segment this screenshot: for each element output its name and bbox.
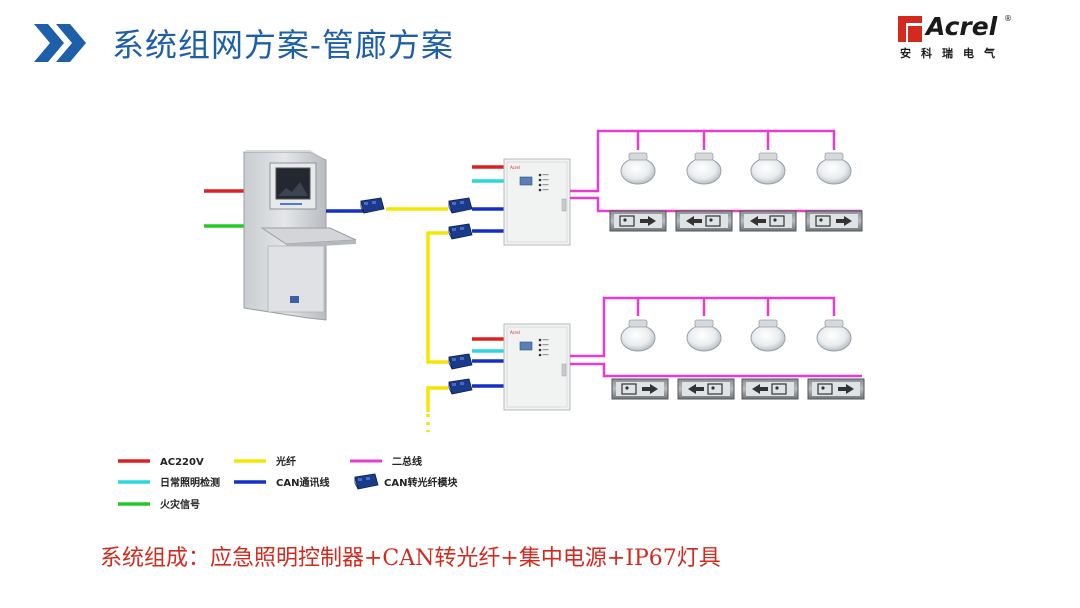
exit-sign-2-3 [741, 378, 799, 400]
legend-label-daily-lighting: 日常照明检测 [160, 476, 220, 489]
legend-label-can-line: CAN通讯线 [276, 476, 329, 489]
legend-item-fiber: 光纤 [234, 455, 296, 468]
logo-registered: ® [1004, 14, 1012, 23]
lamp-1-3 [750, 152, 786, 185]
legend-label-can-fiber-module: CAN转光纤模块 [384, 476, 458, 489]
power-supply-group-2 [472, 296, 865, 411]
acrel-logo: Acrel ® 安科瑞电气 [896, 12, 1016, 62]
lamp-2-1 [620, 319, 656, 352]
centralized-power-panel-1 [503, 158, 571, 246]
can-fiber-module-2b [448, 378, 473, 395]
lamp-2-2 [686, 319, 722, 352]
exit-sign-2-4 [807, 378, 865, 400]
legend-item-can-fiber-module: CAN转光纤模块 [354, 473, 458, 490]
lamp-1-2 [686, 152, 722, 185]
exit-sign-1-1 [609, 210, 667, 232]
legend-label-two-bus: 二总线 [392, 455, 422, 468]
can-fiber-module-icon [354, 473, 379, 490]
legend-label-ac220v: AC220V [160, 457, 204, 468]
lamp-2-3 [750, 319, 786, 352]
emergency-lighting-controller [204, 150, 357, 321]
legend: AC220V 光纤 二总线 日常照明检测 CAN通讯线 CAN转光纤模块 火灾信… [118, 455, 458, 511]
can-fiber-module-1b [448, 223, 473, 240]
lamp-2-4 [816, 319, 852, 352]
legend-item-two-bus: 二总线 [350, 455, 422, 468]
acrel-mark-icon [898, 16, 922, 42]
lamp-1-1 [620, 152, 656, 185]
chevron-arrows-icon [34, 24, 86, 62]
page-title: 系统组网方案-管廊方案 [112, 26, 454, 64]
exit-sign-2-2 [677, 378, 735, 400]
exit-sign-1-4 [805, 210, 863, 232]
exit-sign-1-3 [739, 210, 797, 232]
exit-sign-2-1 [611, 378, 669, 400]
system-composition-text: 系统组成：应急照明控制器+CAN转光纤+集中电源+IP67灯具 [100, 546, 721, 571]
logo-chinese: 安科瑞电气 [900, 47, 1005, 60]
legend-label-fiber: 光纤 [275, 455, 296, 468]
legend-item-can-line: CAN通讯线 [234, 476, 329, 489]
can-fiber-module-controller [360, 197, 385, 214]
legend-label-fire-signal: 火灾信号 [160, 498, 200, 511]
centralized-power-panel-2 [503, 323, 571, 411]
can-fiber-module-1a [448, 197, 473, 214]
power-supply-group-1 [472, 129, 863, 246]
exit-sign-1-2 [675, 210, 733, 232]
lamp-1-4 [816, 152, 852, 185]
legend-item-ac220v: AC220V [118, 457, 204, 468]
can-fiber-module-2a [448, 353, 473, 370]
legend-item-daily-lighting: 日常照明检测 [118, 476, 220, 489]
logo-brand: Acrel [926, 12, 998, 41]
legend-item-fire-signal: 火灾信号 [118, 498, 200, 511]
